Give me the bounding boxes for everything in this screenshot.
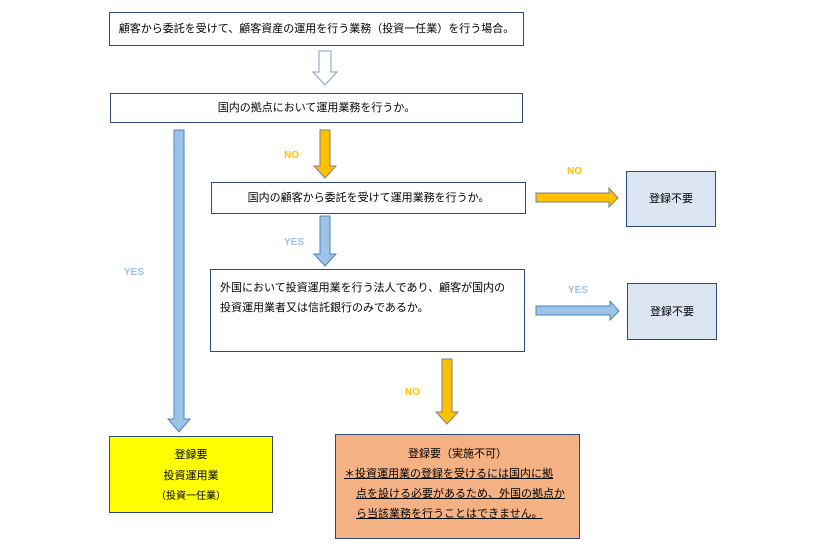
result-required-impossible-box: 登録要（実施不可） ＊投資運用業の登録を受けるには国内に拠 点を設ける必要がある…: [335, 434, 580, 539]
start-text: 顧客から委託を受けて、顧客資産の運用を行う業務（投資一任業）を行う場合。: [118, 22, 515, 35]
result-required-box: 登録要 投資運用業 （投資一任業）: [109, 436, 273, 513]
question-foreign-entity-line1: 外国において投資運用業を行う法人であり、顧客が国内の: [220, 281, 506, 294]
result-required-line2: 投資運用業: [163, 469, 219, 482]
result-impossible-title: 登録要（実施不可）: [408, 447, 507, 460]
arrow-q3-yes: [535, 299, 620, 322]
result-required-line1: 登録要: [174, 448, 208, 461]
result-impossible-note-line1: ＊投資運用業の登録を受けるには国内に拠: [344, 467, 553, 480]
label-q3-no: NO: [405, 387, 420, 398]
question-domestic-base-text: 国内の拠点において運用業務を行うか。: [217, 101, 416, 114]
result-not-required-box-1: 登録不要: [626, 171, 716, 227]
label-q1-yes: YES: [124, 267, 145, 278]
arrow-q2-yes: [312, 215, 338, 267]
label-q3-yes: YES: [568, 285, 589, 296]
result-not-required-text-2: 登録不要: [650, 304, 694, 318]
arrow-start-to-q1: [311, 50, 339, 86]
arrow-q1-no: [312, 129, 338, 179]
question-domestic-client-text: 国内の顧客から委託を受けて運用業務を行うか。: [247, 191, 490, 204]
label-q2-yes: YES: [284, 237, 305, 248]
result-impossible-note-line2: 点を設ける必要があるため、外国の拠点か: [356, 487, 565, 500]
question-domestic-base-box: 国内の拠点において運用業務を行うか。: [110, 93, 523, 123]
result-impossible-note-line3: ら当該業務を行うことはできません。: [356, 507, 543, 520]
arrow-q1-yes: [166, 129, 192, 433]
question-foreign-entity-line2: 投資運用業者又は信託銀行のみであるか。: [220, 301, 429, 314]
start-box: 顧客から委託を受けて、顧客資産の運用を行う業務（投資一任業）を行う場合。: [109, 12, 524, 46]
label-q1-no: NO: [284, 150, 299, 161]
result-not-required-box-2: 登録不要: [627, 283, 717, 340]
question-domestic-client-box: 国内の顧客から委託を受けて運用業務を行うか。: [211, 182, 526, 214]
arrow-q2-no: [535, 186, 619, 209]
arrow-q3-no: [434, 358, 460, 425]
question-foreign-entity-box: 外国において投資運用業を行う法人であり、顧客が国内の 投資運用業者又は信託銀行の…: [210, 269, 525, 352]
label-q2-no: NO: [567, 166, 582, 177]
result-required-line3: （投資一任業）: [156, 491, 226, 502]
result-not-required-text-1: 登録不要: [649, 192, 693, 205]
